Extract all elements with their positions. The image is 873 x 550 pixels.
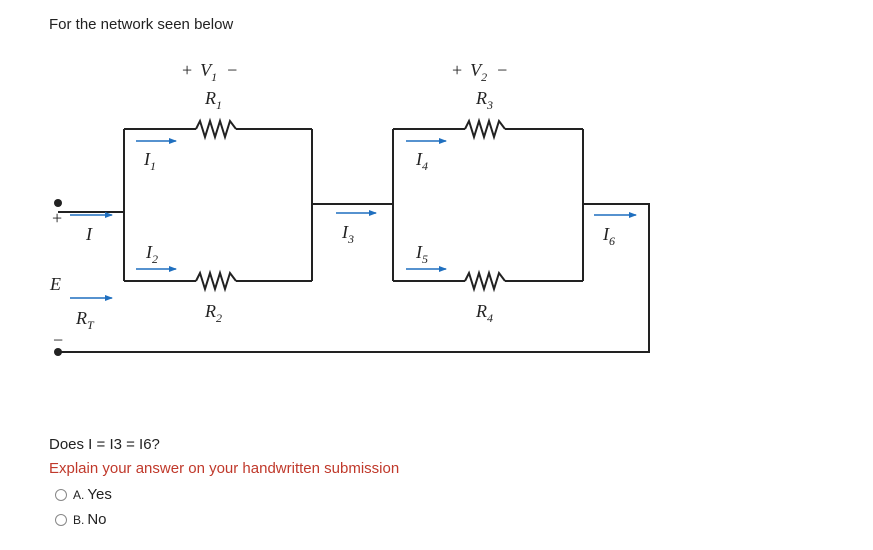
source-minus-sign: − [53,330,63,350]
choice-letter-b: B. [73,512,85,527]
current-label-i4: I4 [415,149,428,173]
current-label-i1: I1 [143,149,156,173]
terminal-positive [54,199,62,207]
resistor-r1 [195,117,237,141]
choice-a[interactable]: A. Yes [55,486,112,503]
resistor-label-r1: R1 [204,88,222,112]
radio-button-a[interactable] [55,488,67,501]
resistor-label-r4: R4 [475,301,493,325]
wire-return [58,203,650,353]
choice-text-a: Yes [87,486,112,503]
resistor-label-r3: R3 [475,88,493,112]
current-label-i2: I2 [145,242,158,266]
circuit-diagram: + E − +V1− +V2− R1 R2 R3 R4 RT I I1 I2 I… [49,60,650,356]
choice-letter-a: A. [73,487,85,502]
radio-button-b[interactable] [55,513,67,526]
current-label-i5: I5 [415,242,428,266]
source-plus-sign: + [52,208,62,228]
resistor-label-rt: RT [75,308,95,332]
instruction-text: Explain your answer on your handwritten … [49,460,400,477]
resistor-r4 [464,269,506,293]
voltage-label-v2: +V2− [452,60,507,84]
voltage-label-v1: +V1− [182,60,237,84]
choice-b[interactable]: B. No [55,511,107,528]
current-label-i6: I6 [602,224,615,248]
resistor-label-r2: R2 [204,301,222,325]
current-label-i: I [85,224,93,244]
question-text: Does I = I3 = I6? [49,436,160,453]
resistor-r3 [464,117,506,141]
current-label-i3: I3 [341,222,354,246]
choice-text-b: No [87,511,107,528]
circuit-wires [58,128,650,353]
question-prompt: For the network seen below [49,16,234,33]
source-label-e: E [49,274,61,294]
terminal-negative [54,348,62,356]
resistor-r2 [195,269,237,293]
